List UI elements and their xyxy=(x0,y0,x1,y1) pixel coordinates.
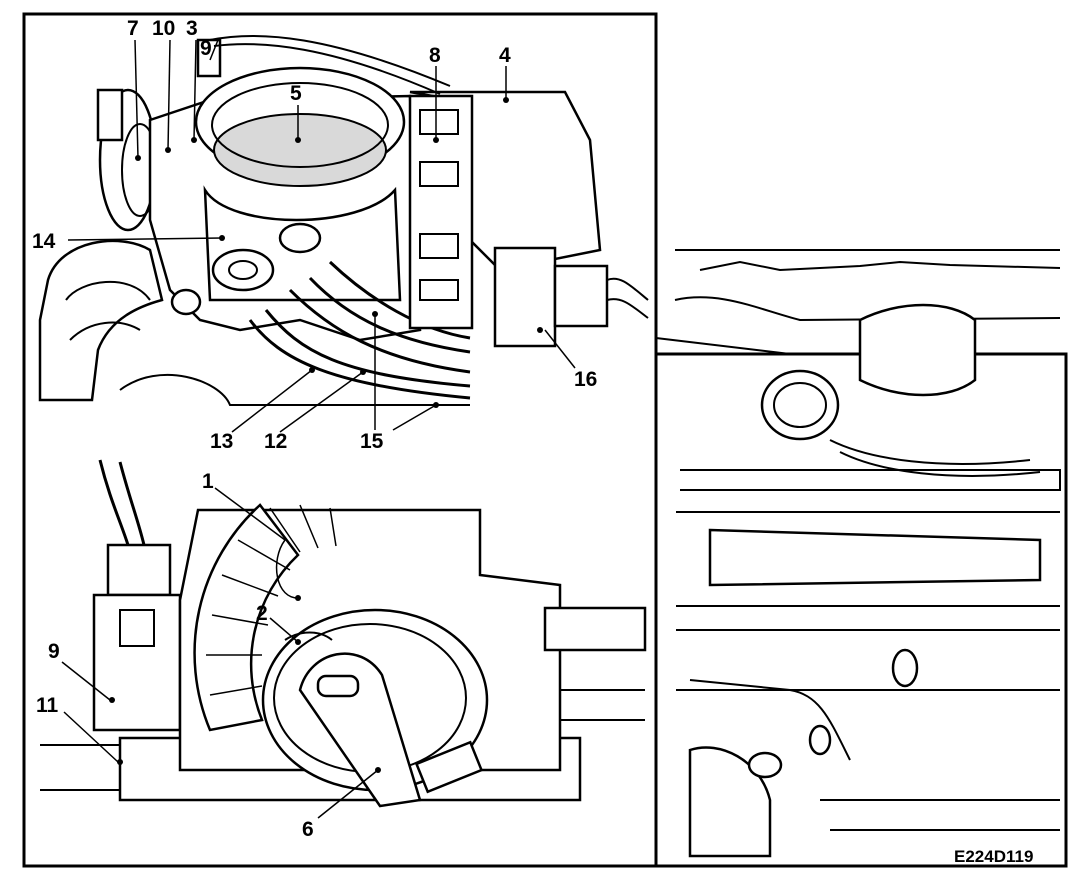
callout-13: 13 xyxy=(210,430,233,453)
callout-7: 7 xyxy=(127,17,139,40)
leader-lines xyxy=(61,39,576,819)
inset-pointer-line xyxy=(655,337,791,355)
callout-11: 11 xyxy=(36,694,59,717)
callout-8: 8 xyxy=(429,44,441,67)
figure-code: E224D119 xyxy=(954,847,1033,866)
callout-16: 16 xyxy=(574,368,597,391)
callout-labels: 7 10 3 9 5 8 4 14 16 13 12 15 1 2 9 11 6 xyxy=(32,17,597,841)
callout-12: 12 xyxy=(264,430,287,453)
callout-3: 3 xyxy=(186,17,198,40)
callout-6: 6 xyxy=(302,818,314,841)
leader-dots xyxy=(109,97,543,773)
callout-9-top: 9 xyxy=(200,37,212,60)
throttle-lever-illustration xyxy=(40,459,647,808)
callout-9: 9 xyxy=(48,640,60,663)
callout-1: 1 xyxy=(202,470,214,493)
callout-5: 5 xyxy=(290,82,302,105)
throttle-body-illustration xyxy=(38,34,649,406)
engine-bay-inset xyxy=(674,249,1061,858)
left-panel-frame xyxy=(22,12,658,868)
callout-15: 15 xyxy=(360,430,384,453)
callout-2: 2 xyxy=(256,602,268,625)
callout-4: 4 xyxy=(499,44,511,67)
callout-10: 10 xyxy=(152,17,175,40)
callout-14: 14 xyxy=(32,230,56,253)
